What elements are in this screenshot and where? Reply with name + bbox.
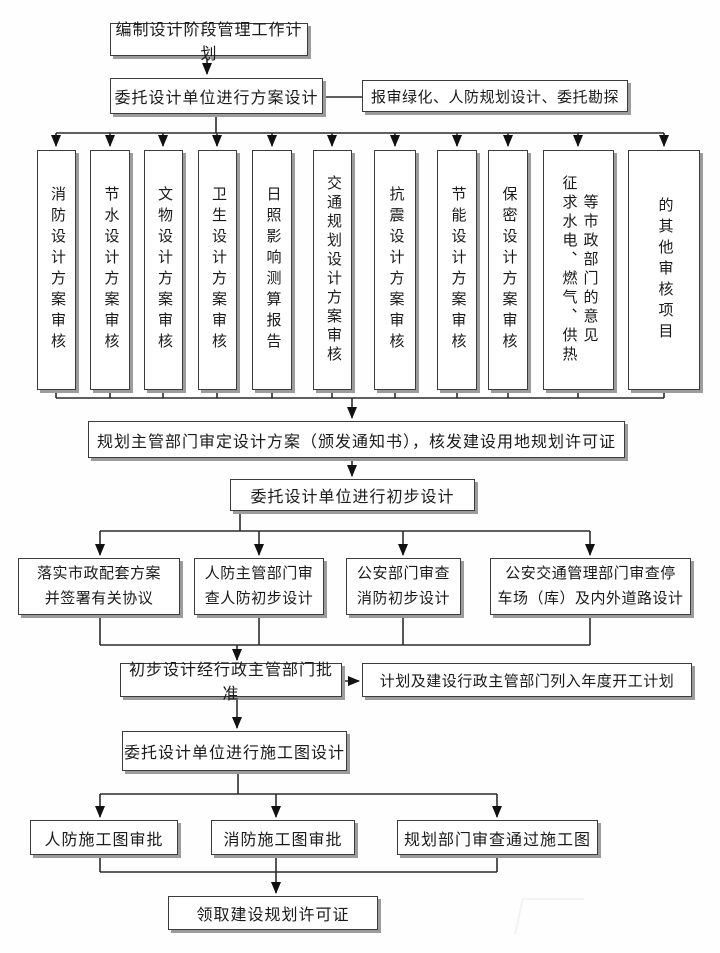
review-label: 等市政部门的意见 xyxy=(581,194,598,346)
review-label: 节能设计方案审核 xyxy=(449,186,466,354)
node-plan-approval: 规划主管部门审定设计方案（颁发通知书），核发建设用地规划许可证 xyxy=(88,421,625,458)
review-label: 的其他审核项目 xyxy=(656,196,673,344)
node-scheme-design: 委托设计单位进行方案设计 xyxy=(110,78,323,114)
review-confidentiality: 保密设计方案审核 xyxy=(488,150,528,390)
review-label: 卫生设计方案审核 xyxy=(210,186,226,354)
node-preliminary-design: 委托设计单位进行初步设计 xyxy=(230,479,475,511)
node-municipal-agreements: 落实市政配套方案 并签署有关协议 xyxy=(18,558,180,615)
node-plan-management: 编制设计阶段管理工作计划 xyxy=(110,22,308,63)
node-fire-drawing-approval: 消防施工图审批 xyxy=(211,820,355,855)
review-sunlight-impact: 日照影响测算报告 xyxy=(252,150,292,390)
review-fire-protection: 消防设计方案审核 xyxy=(37,150,76,390)
review-seismic: 抗震设计方案审核 xyxy=(374,150,416,390)
node-traffic-parking-review: 公安交通管理部门审查停 车场（库）及内外道路设计 xyxy=(490,558,691,615)
review-traffic-planning: 交通规划设计方案审核 xyxy=(313,150,352,390)
node-side-note: 报审绿化、人防规划设计、委托勘探 xyxy=(362,80,628,112)
review-label: 交通规划设计方案审核 xyxy=(325,175,341,365)
review-label: 征求水电、燃气、供热 xyxy=(560,175,577,365)
review-energy-saving: 节能设计方案审核 xyxy=(437,150,477,390)
node-public-security-fire-review: 公安部门审查 消防初步设计 xyxy=(346,558,461,615)
review-label: 保密设计方案审核 xyxy=(500,186,517,354)
node-preliminary-approved: 初步设计经行政主管部门批准 xyxy=(120,662,342,703)
node-construction-drawing-design: 委托设计单位进行施工图设计 xyxy=(122,731,347,771)
node-civil-defense-review: 人防主管部门审 查人防初步设计 xyxy=(194,558,324,615)
review-sanitation: 卫生设计方案审核 xyxy=(198,150,237,390)
faint-watermark xyxy=(514,898,584,934)
review-municipal-opinions: 征求水电、燃气、供热 等市政部门的意见 xyxy=(543,150,614,390)
review-label: 抗震设计方案审核 xyxy=(387,186,404,354)
review-label: 消防设计方案审核 xyxy=(49,186,65,354)
review-label: 节水设计方案审核 xyxy=(102,186,119,354)
review-other-items: 的其他审核项目 xyxy=(628,150,700,390)
review-cultural-relics: 文物设计方案审核 xyxy=(144,150,183,390)
node-final-permit: 领取建设规划许可证 xyxy=(168,896,378,930)
node-annual-plan: 计划及建设行政主管部门列入年度开工计划 xyxy=(362,663,692,697)
review-water-saving: 节水设计方案审核 xyxy=(90,150,130,390)
node-planning-drawing-approval: 规划部门审查通过施工图 xyxy=(397,820,598,855)
review-label: 文物设计方案审核 xyxy=(156,186,172,354)
node-civil-defense-drawing-approval: 人防施工图审批 xyxy=(30,820,178,855)
review-label: 日照影响测算报告 xyxy=(264,186,281,354)
